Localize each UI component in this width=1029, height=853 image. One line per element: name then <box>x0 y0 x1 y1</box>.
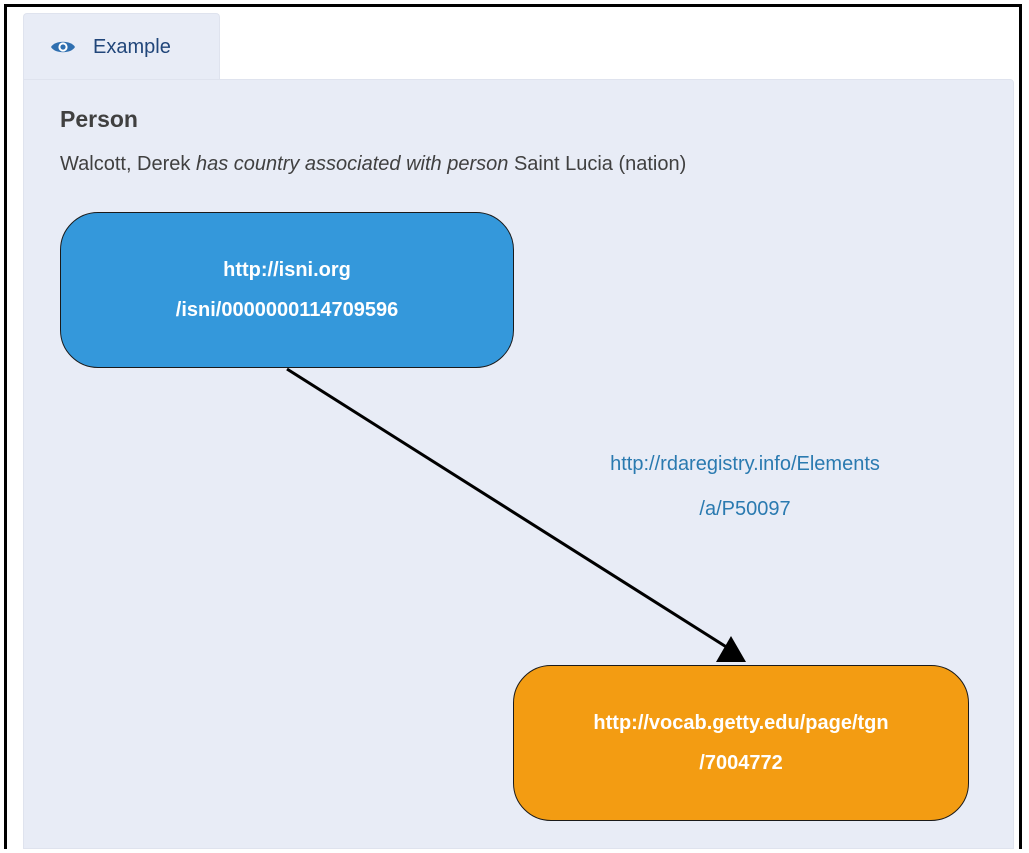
subject-node-line2: /isni/0000000114709596 <box>175 299 399 321</box>
predicate-text: has country associated with person <box>195 153 509 175</box>
eye-icon <box>50 38 76 56</box>
edge-label: http://rdaregistry.info/Elements /a/P500… <box>545 442 945 532</box>
object-text: Saint Lucia (nation) <box>513 153 687 175</box>
edge-line <box>286 367 729 650</box>
subject-node: http://isni.org /isni/0000000114709596 <box>60 212 514 368</box>
edge-label-line2: /a/P50097 <box>699 498 791 520</box>
edge-arrowhead <box>716 636 746 662</box>
object-node-line2: /7004772 <box>699 752 783 774</box>
edge-label-line1: http://rdaregistry.info/Elements <box>610 453 880 475</box>
subject-node-line1: http://isni.org <box>223 259 351 281</box>
tab-example[interactable]: Example <box>23 13 220 80</box>
example-heading: Person <box>60 106 138 132</box>
example-sentence: Walcott, Derek has country associated wi… <box>60 150 686 178</box>
object-node: http://vocab.getty.edu/page/tgn /7004772 <box>513 665 969 821</box>
object-node-line1: http://vocab.getty.edu/page/tgn <box>593 712 889 734</box>
tab-label: Example <box>93 35 171 58</box>
subject-text: Walcott, Derek <box>60 153 191 175</box>
